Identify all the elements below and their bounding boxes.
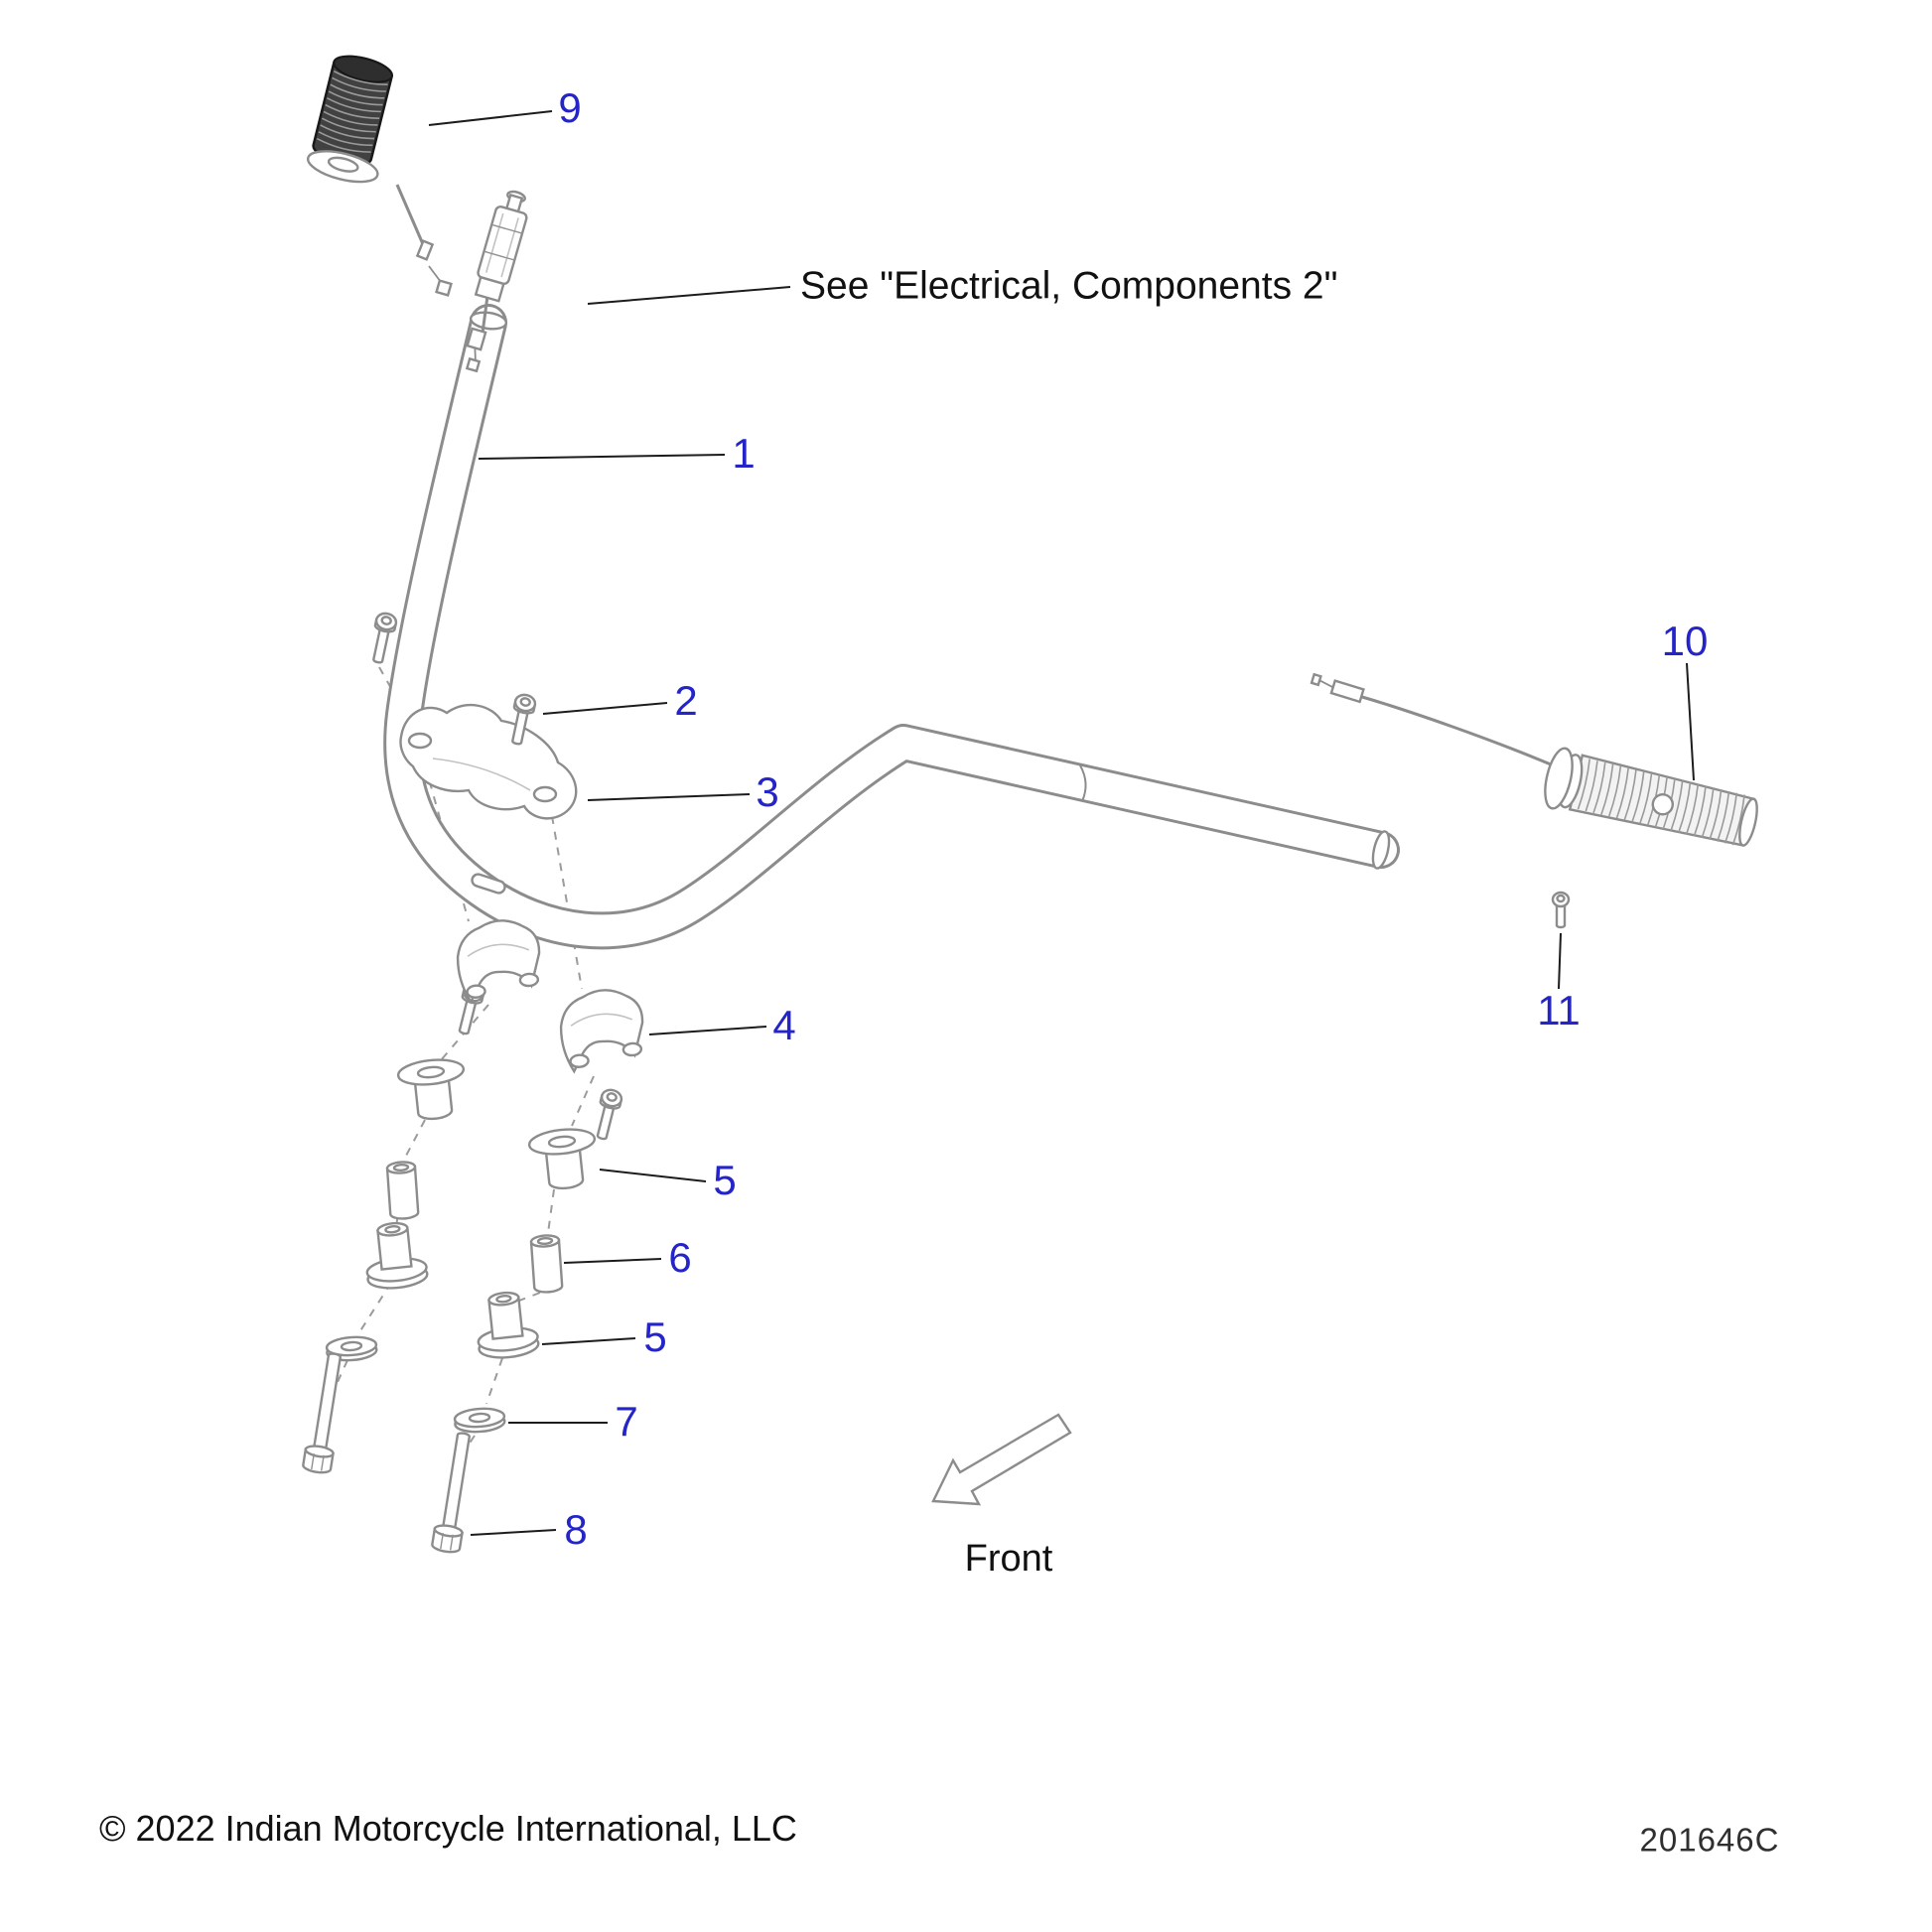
callout-5b: 5 — [643, 1313, 667, 1360]
clamp-bolt-4 — [590, 1086, 624, 1143]
copyright-text: © 2022 Indian Motorcycle International, … — [99, 1808, 797, 1849]
handlebar-left-end-opening — [469, 311, 508, 331]
throttle-cable — [1361, 695, 1552, 766]
leader-lines — [428, 110, 1695, 1536]
callout-9: 9 — [558, 84, 582, 131]
handlebar-clamp-bottom-2 — [557, 986, 647, 1074]
spacer-left — [385, 1160, 420, 1221]
handlebar-right-end-opening — [1371, 830, 1391, 870]
callout-6: 6 — [668, 1234, 692, 1281]
callout-5a: 5 — [713, 1157, 737, 1203]
front-label: Front — [964, 1538, 1053, 1580]
diagram-code: 201646C — [1639, 1821, 1780, 1859]
throttle-sensor — [465, 190, 528, 373]
washer-right — [453, 1406, 507, 1435]
electrical-note: See "Electrical, Components 2" — [800, 264, 1338, 308]
callout-8: 8 — [564, 1506, 588, 1553]
grip-emblem — [1651, 793, 1674, 816]
right-grip — [1310, 672, 1758, 847]
grip-screw — [1551, 891, 1571, 929]
callout-7: 7 — [615, 1398, 638, 1445]
bushing-left-lower — [360, 1218, 430, 1293]
callout-4: 4 — [772, 1002, 796, 1048]
handlebar-seam — [1079, 764, 1087, 802]
mount-bolt-left — [301, 1350, 350, 1476]
handlebar-clamp-bottom-1 — [454, 916, 544, 1005]
callout-11: 11 — [1537, 987, 1581, 1034]
callout-2: 2 — [674, 677, 698, 724]
callout-3: 3 — [756, 768, 779, 815]
handlebar — [383, 304, 1400, 950]
left-grip — [306, 55, 453, 297]
clamp-bolt-1 — [366, 610, 399, 666]
bushing-right-lower — [472, 1288, 541, 1362]
bushing-right-upper — [526, 1125, 601, 1193]
grip-wire — [395, 184, 425, 245]
handlebar-wire-slot — [471, 873, 506, 895]
callout-10: 10 — [1661, 618, 1709, 664]
callout-1: 1 — [732, 430, 756, 477]
handlebar-clamp-top — [399, 704, 578, 820]
front-arrow — [931, 1413, 1072, 1506]
bushing-left-upper — [395, 1055, 470, 1124]
spacer-right — [529, 1233, 564, 1295]
